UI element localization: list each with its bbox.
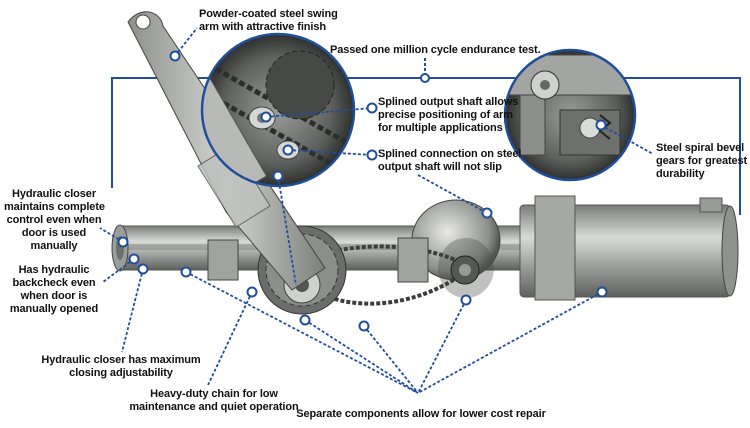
callout-line: Steel spiral bevel <box>656 142 745 154</box>
callout-adjustability: Hydraulic closer has maximum closing adj… <box>26 354 216 380</box>
callout-swing-arm: Powder-coated steel swing arm with attra… <box>199 8 338 34</box>
callout-dot <box>366 102 378 114</box>
endurance-bracket-dot <box>420 73 430 83</box>
callout-dot <box>272 170 284 182</box>
callout-line: Heavy-duty chain for low <box>150 388 278 400</box>
callout-line: Passed one million cycle endurance test. <box>330 44 541 56</box>
callout-line: Hydraulic closer has maximum <box>41 354 201 366</box>
callout-dot <box>481 207 493 219</box>
callout-line: Separate components allow for lower cost… <box>296 408 546 420</box>
callout-bevel-gears: Steel spiral bevel gears for greatest du… <box>656 142 747 181</box>
callout-splined-output: Splined output shaft allows precise posi… <box>378 96 518 135</box>
callout-dot <box>246 286 258 298</box>
callout-dot <box>299 314 311 326</box>
callout-backcheck: Has hydraulic backcheck even when door i… <box>6 264 102 316</box>
callout-line: door is used <box>21 227 87 239</box>
callout-dot <box>260 111 272 123</box>
callout-dot <box>595 119 607 131</box>
callout-dot <box>117 236 129 248</box>
callout-dot <box>137 263 149 275</box>
callout-chain: Heavy-duty chain for low maintenance and… <box>124 388 304 414</box>
callout-dot <box>128 253 140 265</box>
callout-line: closing adjustability <box>69 367 173 379</box>
callout-dot <box>596 286 608 298</box>
callout-line: Splined output shaft allows <box>378 96 519 108</box>
callout-line: gears for greatest <box>656 155 748 167</box>
callout-line: output shaft will not slip <box>378 161 502 173</box>
callout-line: maintains complete <box>4 201 105 213</box>
callout-separate-components: Separate components allow for lower cost… <box>296 408 546 421</box>
callout-dot <box>358 320 370 332</box>
callout-line: manually opened <box>9 303 99 315</box>
callout-line: manually <box>30 240 78 252</box>
callout-line: precise positioning of arm <box>378 109 513 121</box>
callout-line: arm with attractive finish <box>199 21 326 33</box>
callout-line: for multiple applications <box>378 122 503 134</box>
callout-endurance: Passed one million cycle endurance test. <box>330 44 541 57</box>
callout-line: Powder-coated steel swing <box>199 8 338 20</box>
callout-line: Has hydraulic <box>18 264 90 276</box>
callout-line: backcheck even <box>12 277 96 289</box>
callout-line: Hydraulic closer <box>12 188 96 200</box>
callout-dot <box>282 144 294 156</box>
callout-hydraulic-control: Hydraulic closer maintains complete cont… <box>4 188 105 253</box>
zoom-detail-bevel-gears <box>503 48 637 182</box>
callout-dot <box>460 294 472 306</box>
callout-splined-connection: Splined connection on steel output shaft… <box>378 148 521 174</box>
callout-line: durability <box>656 168 705 180</box>
callout-dot <box>180 266 192 278</box>
callout-line: maintenance and quiet operation <box>129 401 299 413</box>
callout-line: control even when <box>6 214 102 226</box>
callout-dot <box>169 50 181 62</box>
callout-dot <box>366 149 378 161</box>
callout-line: when door is <box>20 290 88 302</box>
callout-line: Splined connection on steel <box>378 148 522 160</box>
